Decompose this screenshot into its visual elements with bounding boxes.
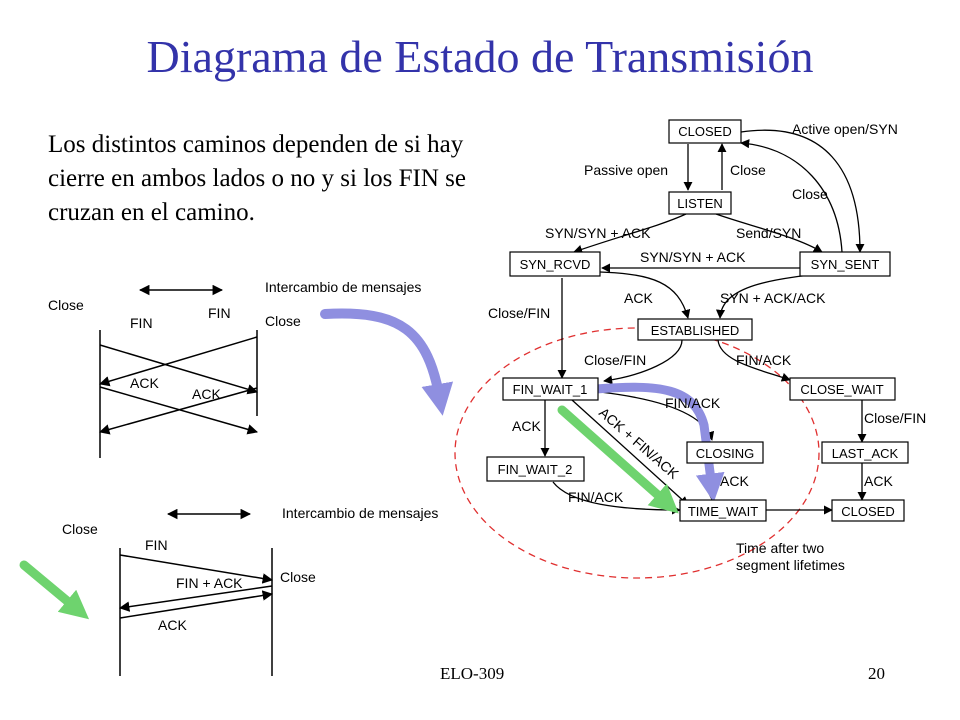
- slide-body-text: Los distintos caminos dependen de si hay…: [48, 131, 466, 226]
- ack-message: [119, 590, 274, 619]
- established-to-closewait: [717, 339, 791, 382]
- ack-message-right: [98, 387, 258, 435]
- diagram1-ack-right: ACK: [192, 386, 221, 402]
- diagram2-close-left: Close: [62, 521, 98, 537]
- label-ack-fw1: ACK: [512, 418, 541, 434]
- label-active-open: Active open/SYN: [792, 121, 898, 137]
- state-fin-wait-2: [486, 456, 585, 482]
- diagram1-close-left: Close: [48, 297, 84, 313]
- state-established: [637, 318, 753, 341]
- footer-course: ELO-309: [440, 664, 505, 683]
- label-close-synsent: Close: [792, 186, 828, 202]
- state-closed-top-label: CLOSED: [678, 124, 731, 139]
- message-exchange-diagram-crossed: Intercambio de mensajes Close Close FIN …: [48, 279, 421, 458]
- fin-message: [119, 554, 274, 584]
- state-listen: [668, 191, 732, 215]
- fin-message-right: [98, 336, 258, 387]
- diagram2-fin: FIN: [145, 537, 168, 553]
- label-close-fin-mid: Close/FIN: [584, 352, 646, 368]
- diagram2-header: Intercambio de mensajes: [282, 505, 438, 521]
- state-time-wait: [679, 499, 767, 522]
- label-close-listen: Close: [730, 162, 766, 178]
- diagram1-fin-right: FIN: [208, 305, 231, 321]
- synsent-to-closed: [740, 139, 843, 253]
- listen-to-synsent: [715, 213, 823, 253]
- diagram1-ack-left: ACK: [130, 375, 159, 391]
- state-last-ack-label: LAST_ACK: [832, 446, 899, 461]
- label-ack-fin-ack: ACK + FIN/ACK: [596, 404, 682, 482]
- state-fin-wait-1-label: FIN_WAIT_1: [513, 382, 588, 397]
- state-closed-top: [668, 119, 742, 144]
- state-closing-label: CLOSING: [696, 446, 755, 461]
- state-listen-label: LISTEN: [677, 196, 723, 211]
- state-close-wait: [789, 377, 896, 401]
- label-passive-open: Passive open: [584, 162, 668, 178]
- tcp-state-machine: CLOSED LISTEN SYN_RCVD SYN_SENT ESTABLIS…: [454, 119, 926, 579]
- diagram1-fin-left: FIN: [130, 315, 153, 331]
- slide-title: Diagrama de Estado de Transmisión: [146, 31, 814, 82]
- blue-highlight-path: [591, 382, 725, 503]
- diagram2-close-right: Close: [280, 569, 316, 585]
- state-closing: [686, 441, 764, 464]
- blue-pointer-arrow: [320, 308, 454, 416]
- label-ack: ACK: [624, 290, 653, 306]
- label-syn-synack-left: SYN/SYN + ACK: [545, 225, 651, 241]
- state-syn-sent: [799, 251, 891, 277]
- label-ack-lastack: ACK: [864, 473, 893, 489]
- diagram2-fin-ack: FIN + ACK: [176, 575, 243, 591]
- label-fin-ack-mid: FIN/ACK: [665, 395, 721, 411]
- label-syn-ack-ack: SYN + ACK/ACK: [720, 290, 826, 306]
- listen-to-synrcvd: [573, 213, 687, 254]
- label-close-fin-right: Close/FIN: [864, 410, 926, 426]
- state-transitions: [540, 129, 867, 515]
- message-exchange-diagram-sequential: Intercambio de mensajes Close Close FIN …: [62, 505, 438, 676]
- fin-ack-message: [118, 585, 273, 612]
- state-syn-sent-label: SYN_SENT: [811, 257, 880, 272]
- label-time-after-2: segment lifetimes: [736, 557, 845, 573]
- label-fin-ack-fw2: FIN/ACK: [568, 489, 624, 505]
- label-close-fin-left: Close/FIN: [488, 305, 550, 321]
- diagram1-header: Intercambio de mensajes: [265, 279, 421, 295]
- state-close-wait-label: CLOSE_WAIT: [800, 382, 883, 397]
- label-ack-closing: ACK: [720, 473, 749, 489]
- state-fin-wait-1: [502, 377, 599, 401]
- state-time-wait-label: TIME_WAIT: [688, 504, 758, 519]
- state-closed-bottom: [831, 499, 905, 522]
- state-syn-rcvd: [509, 251, 601, 277]
- label-time-after-1: Time after two: [736, 540, 824, 556]
- label-fin-ack-right: FIN/ACK: [736, 352, 792, 368]
- green-highlight-arrow: [557, 405, 679, 514]
- diagram1-close-right: Close: [265, 313, 301, 329]
- state-established-label: ESTABLISHED: [651, 323, 740, 338]
- page-number: 20: [868, 664, 885, 683]
- synrcvd-to-established: [599, 271, 691, 319]
- highlight-ellipse: [454, 327, 820, 579]
- state-last-ack: [821, 441, 909, 464]
- fin-message-left: [99, 344, 259, 395]
- established-to-finwait1: [603, 339, 683, 385]
- diagram2-ack: ACK: [158, 617, 187, 633]
- state-closed-bottom-label: CLOSED: [841, 504, 894, 519]
- label-send-syn: Send/SYN: [736, 225, 801, 241]
- green-highlight-arrow-left: [19, 560, 90, 620]
- state-fin-wait-2-label: FIN_WAIT_2: [498, 462, 573, 477]
- label-syn-synack-mid: SYN/SYN + ACK: [640, 249, 746, 265]
- closed-to-synsent: [740, 129, 865, 253]
- state-syn-rcvd-label: SYN_RCVD: [520, 257, 591, 272]
